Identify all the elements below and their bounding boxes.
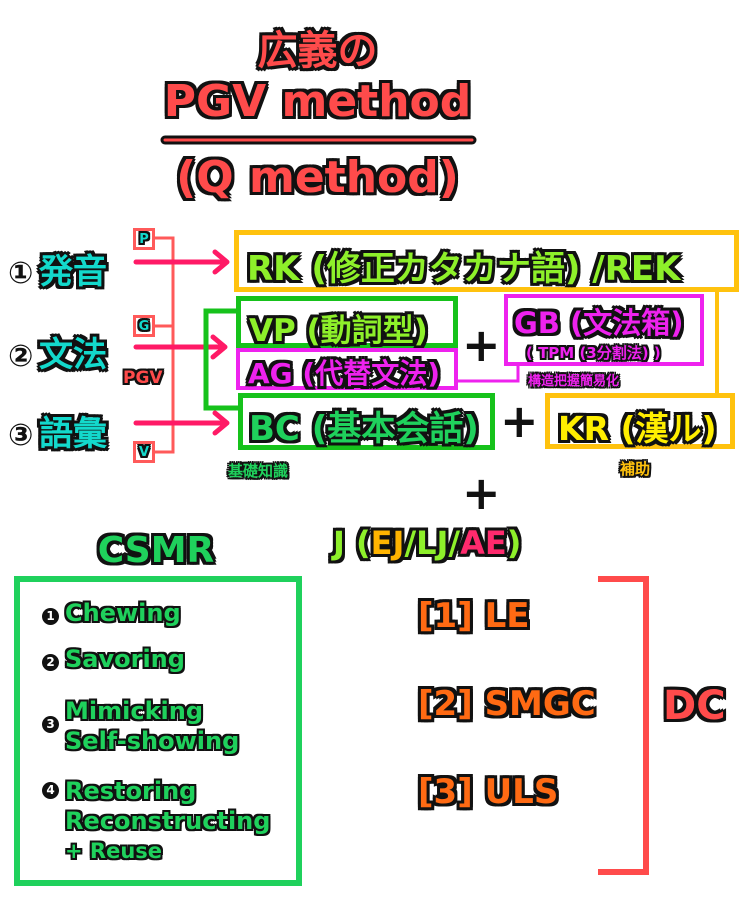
ag-gb-connector: [458, 365, 520, 383]
bullet-icon: 3: [42, 716, 59, 733]
dc-bracket: [598, 576, 649, 875]
kr-label: KR (漢ル): [558, 409, 717, 448]
dc-item: [2] SMGC: [418, 684, 596, 724]
j-prefix: J (: [333, 524, 371, 562]
rk-label: RK (修正カタカナ語) /REK: [247, 249, 681, 289]
kr-box: KR (漢ル): [545, 393, 735, 449]
j-ej: EJ: [370, 524, 405, 562]
skill-number: ③: [8, 418, 34, 453]
letter-v-badge: V: [133, 441, 155, 463]
pgv-label: PGV: [123, 368, 163, 388]
gb-sublabel: ( TPM (3分割法) ): [526, 344, 661, 362]
bullet-icon: 4: [42, 782, 59, 799]
skill-label: 文法: [38, 335, 107, 375]
bc-label: BC (基本会話): [249, 409, 479, 449]
gb-note: 構造把握簡易化: [528, 374, 620, 389]
plus-sign: +: [500, 394, 539, 448]
j-line: J (EJ/LJ/AE): [333, 524, 521, 562]
dc-item: [1] LE: [418, 596, 530, 636]
rk-box: RK (修正カタカナ語) /REK: [234, 230, 739, 292]
title-line-1: 広義の: [257, 28, 378, 74]
ag-box: AG (代替文法): [236, 348, 458, 390]
arrow-vocabulary: [133, 410, 230, 436]
j-separator: /: [404, 524, 417, 562]
vp-label: VP (動詞型): [249, 313, 428, 349]
dc-item: [3] ULS: [418, 772, 559, 812]
arrow-pronunciation: [133, 249, 230, 275]
bc-note: 基礎知識: [228, 462, 289, 480]
dc-label: DC: [663, 683, 726, 729]
csmr-item: 4 Restoring Reconstructing + Reuse: [42, 776, 270, 866]
arrow-grammar: [133, 334, 228, 360]
skill-number: ②: [8, 339, 34, 374]
bc-box: BC (基本会話): [238, 393, 495, 450]
title-line-2: PGV method: [163, 76, 472, 127]
j-lj: LJ: [416, 524, 449, 562]
letter-g-badge: G: [133, 315, 155, 337]
bullet-icon: 1: [42, 608, 59, 625]
gb-box: GB (文法箱) ( TPM (3分割法) ): [504, 294, 704, 366]
bullet-icon: 2: [42, 654, 59, 671]
title-line-3: (Q method): [176, 152, 459, 203]
plus-sign: +: [462, 318, 501, 372]
j-ae: AE: [460, 524, 507, 562]
csmr-title: CSMR: [97, 530, 215, 571]
skill-vocabulary: ③ 語彙: [8, 406, 107, 455]
kr-note: 補助: [620, 460, 651, 478]
letter-p-badge: P: [133, 228, 155, 250]
grammar-bracket: [203, 308, 240, 411]
skill-pronunciation: ① 発音: [8, 244, 107, 293]
skill-number: ①: [8, 256, 34, 291]
skill-grammar: ② 文法: [8, 327, 107, 376]
csmr-item: 3 Mimicking Self-showing: [42, 696, 239, 756]
gb-label: GB (文法箱): [514, 306, 684, 340]
skill-label: 発音: [38, 252, 107, 292]
j-separator: /: [448, 524, 461, 562]
skill-label: 語彙: [38, 414, 107, 454]
plus-sign: +: [462, 466, 501, 520]
j-suffix: ): [506, 524, 522, 562]
ag-label: AG (代替文法): [248, 357, 440, 390]
vp-box: VP (動詞型): [236, 296, 458, 349]
